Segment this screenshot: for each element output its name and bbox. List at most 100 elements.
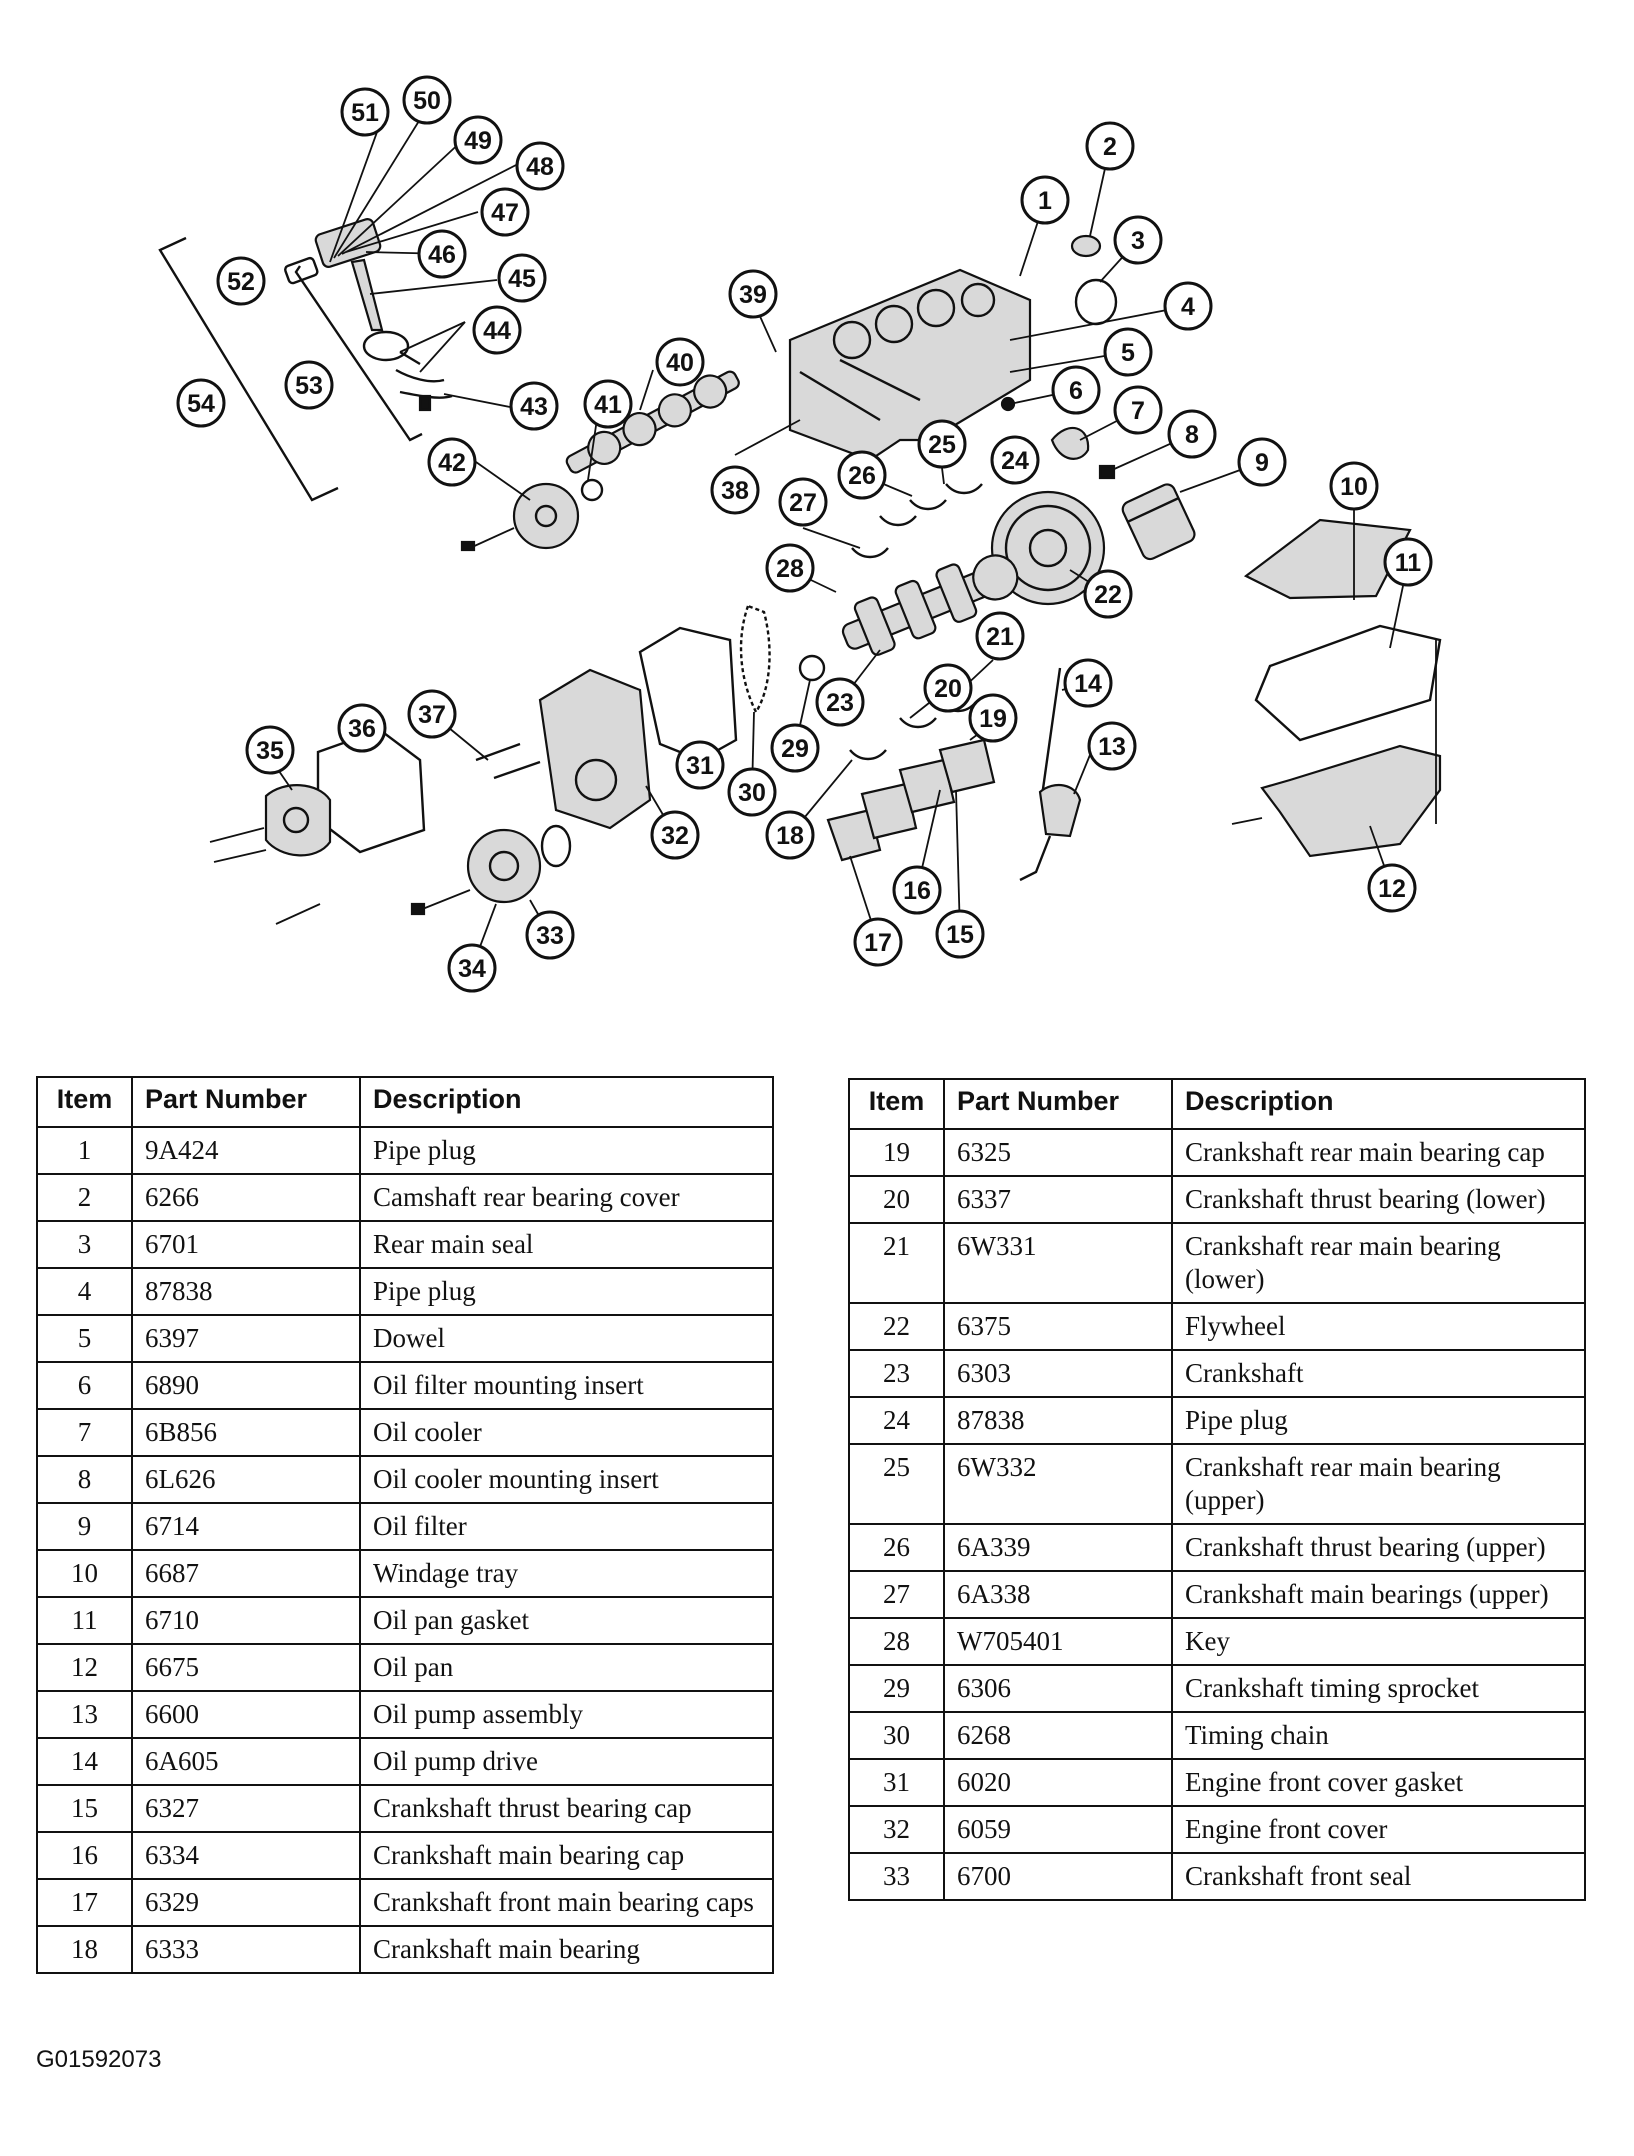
figure-id: G01592073: [36, 2046, 162, 2073]
description-cell: Crankshaft rear main bearing (upper): [1171, 1443, 1586, 1525]
part-drawings: [158, 218, 1442, 925]
callout-22: 22: [1083, 569, 1133, 619]
description-cell: Pipe plug: [1171, 1396, 1586, 1445]
callout-label: 54: [187, 390, 215, 418]
callout-label: 52: [227, 268, 255, 296]
item-cell: 16: [36, 1831, 133, 1880]
header-description: Description: [1171, 1078, 1586, 1130]
table-header-row: Item Part Number Description: [848, 1078, 1586, 1130]
callout-label: 3: [1131, 227, 1145, 255]
callout-16: 16: [892, 865, 942, 915]
callout-24: 24: [990, 435, 1040, 485]
callout-label: 34: [458, 955, 486, 983]
callout-19: 19: [968, 693, 1018, 743]
part-number-cell: 6325: [943, 1128, 1173, 1177]
item-cell: 33: [848, 1852, 945, 1901]
callout-28: 28: [765, 543, 815, 593]
part-number-cell: 9A424: [131, 1126, 361, 1175]
part-number-cell: 6W331: [943, 1222, 1173, 1304]
item-cell: 32: [848, 1805, 945, 1854]
callout-label: 22: [1094, 581, 1122, 609]
part-number-cell: 6600: [131, 1690, 361, 1739]
callout-label: 14: [1074, 670, 1102, 698]
part-number-cell: 6303: [943, 1349, 1173, 1398]
description-cell: Crankshaft thrust bearing (lower): [1171, 1175, 1586, 1224]
description-cell: Engine front cover gasket: [1171, 1758, 1586, 1807]
header-part-number: Part Number: [943, 1078, 1173, 1130]
callout-14: 14: [1063, 658, 1113, 708]
callout-39: 39: [728, 269, 778, 319]
callout-label: 16: [903, 877, 931, 905]
header-item: Item: [36, 1076, 133, 1128]
part-number-cell: 6B856: [131, 1408, 361, 1457]
item-cell: 5: [36, 1314, 133, 1363]
callout-26: 26: [837, 450, 887, 500]
item-cell: 13: [36, 1690, 133, 1739]
callout-label: 51: [351, 99, 379, 127]
item-cell: 3: [36, 1220, 133, 1269]
callout-7: 7: [1113, 385, 1163, 435]
table-header-row: Item Part Number Description: [36, 1076, 774, 1128]
part-number-cell: 6A338: [943, 1570, 1173, 1619]
callout-41: 41: [583, 379, 633, 429]
item-cell: 27: [848, 1570, 945, 1619]
part-number-cell: 87838: [943, 1396, 1173, 1445]
item-cell: 25: [848, 1443, 945, 1525]
callout-2: 2: [1085, 121, 1135, 171]
callout-51: 51: [340, 87, 390, 137]
callout-label: 48: [526, 153, 554, 181]
callout-label: 13: [1098, 733, 1126, 761]
part-number-cell: 6W332: [943, 1443, 1173, 1525]
item-cell: 1: [36, 1126, 133, 1175]
callout-label: 46: [428, 241, 456, 269]
item-cell: 22: [848, 1302, 945, 1351]
callout-label: 17: [864, 929, 892, 957]
callout-label: 2: [1103, 133, 1117, 161]
callout-label: 43: [520, 393, 548, 421]
callout-15: 15: [935, 909, 985, 959]
item-cell: 24: [848, 1396, 945, 1445]
item-cell: 23: [848, 1349, 945, 1398]
description-cell: Oil filter: [359, 1502, 774, 1551]
description-cell: Pipe plug: [359, 1126, 774, 1175]
callout-label: 49: [464, 127, 492, 155]
description-cell: Crankshaft rear main bearing (lower): [1171, 1222, 1586, 1304]
callout-label: 11: [1395, 549, 1422, 577]
callout-label: 39: [739, 281, 767, 309]
item-cell: 26: [848, 1523, 945, 1572]
callout-label: 19: [979, 705, 1007, 733]
item-cell: 2: [36, 1173, 133, 1222]
item-cell: 6: [36, 1361, 133, 1410]
part-number-cell: 6327: [131, 1784, 361, 1833]
callout-13: 13: [1087, 721, 1137, 771]
callout-label: 5: [1121, 339, 1135, 367]
item-cell: 8: [36, 1455, 133, 1504]
callout-50: 50: [402, 75, 452, 125]
description-cell: Crankshaft thrust bearing (upper): [1171, 1523, 1586, 1572]
callout-label: 4: [1181, 293, 1195, 321]
part-number-cell: 6375: [943, 1302, 1173, 1351]
callout-17: 17: [853, 917, 903, 967]
description-cell: Pipe plug: [359, 1267, 774, 1316]
callout-44: 44: [472, 305, 522, 355]
item-cell: 14: [36, 1737, 133, 1786]
callout-40: 40: [655, 337, 705, 387]
callout-21: 21: [975, 611, 1025, 661]
callout-label: 24: [1001, 447, 1029, 475]
callout-label: 15: [946, 921, 974, 949]
exploded-engine-diagram: 1234567891011121314151617181920212223242…: [158, 75, 1442, 993]
callout-10: 10: [1329, 461, 1379, 511]
description-cell: Oil pump drive: [359, 1737, 774, 1786]
